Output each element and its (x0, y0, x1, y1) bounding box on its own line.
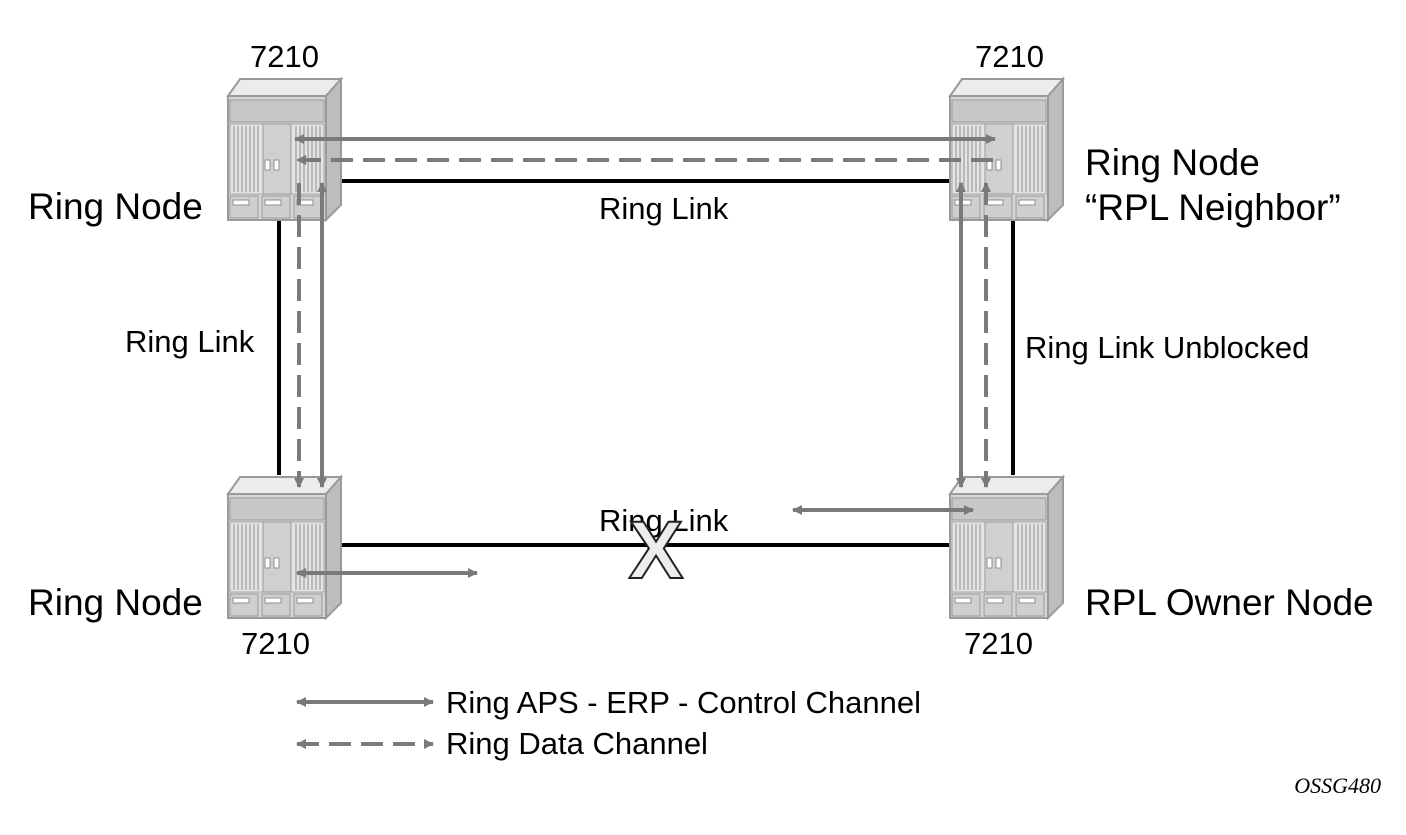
device-top-right-icon (949, 78, 1064, 221)
link-label-bottom: Ring Link (599, 503, 729, 538)
node-role-bottom-left: Ring Node (28, 582, 203, 623)
link-label-left: Ring Link (125, 324, 255, 359)
device-top-left-icon (227, 78, 342, 221)
link-label-top: Ring Link (599, 191, 729, 226)
link-failure-marker: X (629, 505, 684, 596)
legend-data-label: Ring Data Channel (446, 726, 708, 761)
node-model-bottom-left: 7210 (241, 626, 310, 661)
device-bottom-right-icon (949, 476, 1064, 619)
legend: Ring APS - ERP - Control Channel Ring Da… (296, 685, 921, 761)
legend-control-label: Ring APS - ERP - Control Channel (446, 685, 921, 720)
node-model-top-left: 7210 (250, 39, 319, 74)
link-label-right: Ring Link Unblocked (1025, 330, 1309, 365)
device-bottom-left-icon (227, 476, 342, 619)
node-role-top-right-line1: Ring Node (1085, 142, 1260, 183)
figure-id: OSSG480 (1294, 773, 1381, 798)
node-model-bottom-right: 7210 (964, 626, 1033, 661)
node-role-top-left: Ring Node (28, 186, 203, 227)
node-role-top-right-line2: “RPL Neighbor” (1085, 187, 1341, 228)
node-role-bottom-right: RPL Owner Node (1085, 582, 1374, 623)
node-model-top-right: 7210 (975, 39, 1044, 74)
